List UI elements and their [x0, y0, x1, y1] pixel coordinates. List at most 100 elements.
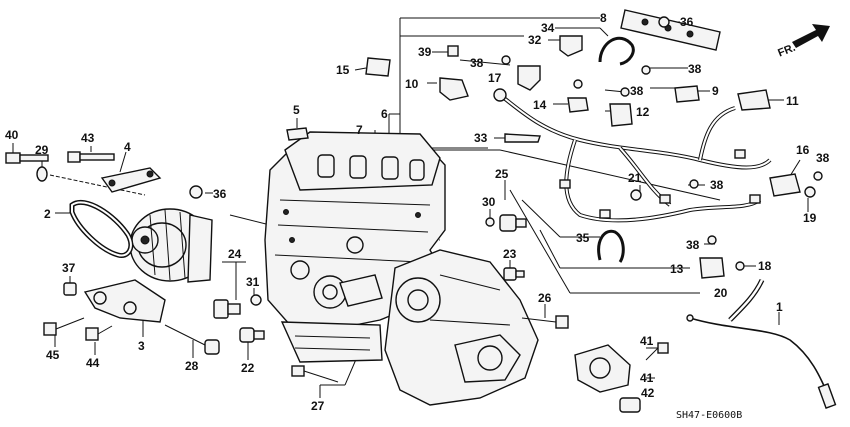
callout-15: 15 [336, 63, 350, 77]
alternator [129, 208, 213, 283]
throttle-body [574, 344, 631, 393]
callout-33: 33 [474, 131, 488, 145]
bolt-28 [164, 324, 220, 355]
clip-15 [365, 57, 391, 77]
holder-16 [769, 173, 801, 197]
washer-30 [485, 217, 495, 227]
callout-3: 3 [138, 339, 145, 353]
callout-38-b: 38 [688, 62, 702, 76]
diagram-code: SH47-E0600B [676, 410, 742, 421]
callout-8: 8 [600, 11, 607, 25]
callout-36-top: 36 [680, 15, 694, 29]
wire-harness [493, 88, 772, 223]
callout-13: 13 [670, 262, 684, 276]
clamp-34 [598, 37, 635, 66]
bolt-44 [85, 325, 113, 341]
callout-39: 39 [418, 45, 432, 59]
callout-30: 30 [482, 195, 496, 209]
callout-28: 28 [185, 359, 199, 373]
holder-32 [559, 35, 583, 57]
sensor-23 [503, 267, 525, 281]
callout-17: 17 [488, 71, 502, 85]
switch-24 [213, 299, 241, 319]
alternator-mount-bracket [83, 279, 166, 323]
callout-24: 24 [228, 247, 242, 261]
drive-belt [69, 199, 134, 259]
sensor-42 [619, 397, 641, 413]
adjusting-bracket [100, 167, 162, 193]
sensor-25 [499, 214, 527, 232]
bracket-11 [737, 89, 771, 111]
callout-22: 22 [241, 361, 255, 375]
callout-31: 31 [246, 275, 260, 289]
bracket-10 [439, 77, 469, 101]
callout-36-left: 36 [213, 187, 227, 201]
transmission [384, 249, 539, 406]
callout-35: 35 [576, 231, 590, 245]
callout-9: 9 [712, 84, 719, 98]
callout-26: 26 [538, 291, 552, 305]
bolt-36-top [658, 16, 670, 28]
callout-41-b: 41 [640, 371, 654, 385]
callout-2: 2 [44, 207, 51, 221]
callout-6: 6 [381, 107, 388, 121]
callout-29: 29 [35, 143, 49, 157]
callout-45: 45 [46, 348, 60, 362]
clamp-35 [597, 229, 625, 263]
sensor-22 [239, 327, 265, 343]
clip-38-group [501, 55, 823, 245]
callout-43: 43 [81, 131, 95, 145]
callout-34: 34 [541, 21, 555, 35]
holder-14 [567, 97, 589, 113]
washer-29 [36, 166, 48, 182]
callout-41-a: 41 [640, 334, 654, 348]
clip-21 [630, 189, 642, 201]
callout-38-d: 38 [710, 178, 724, 192]
bolt-26 [521, 315, 569, 329]
bolt-41 [645, 342, 669, 361]
callout-4: 4 [124, 140, 131, 154]
throttle-cable-1 [686, 314, 837, 409]
callout-12: 12 [636, 105, 650, 119]
callout-7: 7 [356, 123, 363, 137]
callout-18: 18 [758, 259, 772, 273]
leader-lines [12, 17, 809, 398]
bolt-40 [5, 152, 49, 164]
callout-11: 11 [786, 94, 799, 108]
callout-labels: 1 2 3 4 5 6 7 8 9 10 11 12 13 14 15 16 1… [5, 11, 830, 413]
nut-37 [63, 282, 77, 296]
front-direction-arrow: FR. [776, 24, 830, 60]
callout-37: 37 [62, 261, 76, 275]
callout-16: 16 [796, 143, 810, 157]
callout-5: 5 [293, 103, 300, 117]
bolt-27 [291, 365, 339, 383]
holder-13 [699, 257, 725, 279]
callout-23: 23 [503, 247, 517, 261]
callout-27: 27 [311, 399, 325, 413]
bolt-19 [804, 186, 816, 198]
callout-38-c: 38 [630, 84, 644, 98]
stay-33 [504, 133, 541, 143]
callout-19: 19 [803, 211, 817, 225]
callout-10: 10 [405, 77, 419, 91]
callout-38-e: 38 [686, 238, 700, 252]
washer-31 [250, 294, 262, 306]
callout-32: 32 [528, 33, 542, 47]
bracket-9 [674, 85, 700, 103]
cover-5 [286, 127, 309, 141]
callout-20: 20 [714, 286, 728, 300]
callout-1: 1 [776, 300, 783, 314]
hose-20 [728, 278, 765, 322]
callout-44: 44 [86, 356, 100, 370]
fuel-rail [620, 9, 721, 51]
bolt-39 [447, 45, 459, 57]
callout-38-a: 38 [470, 56, 484, 70]
bracket-17 [517, 65, 541, 91]
bolt-43 [67, 151, 115, 163]
callout-42: 42 [641, 386, 655, 400]
grommet-18 [735, 261, 745, 271]
bracket-12 [609, 103, 633, 127]
callout-21: 21 [628, 171, 642, 185]
